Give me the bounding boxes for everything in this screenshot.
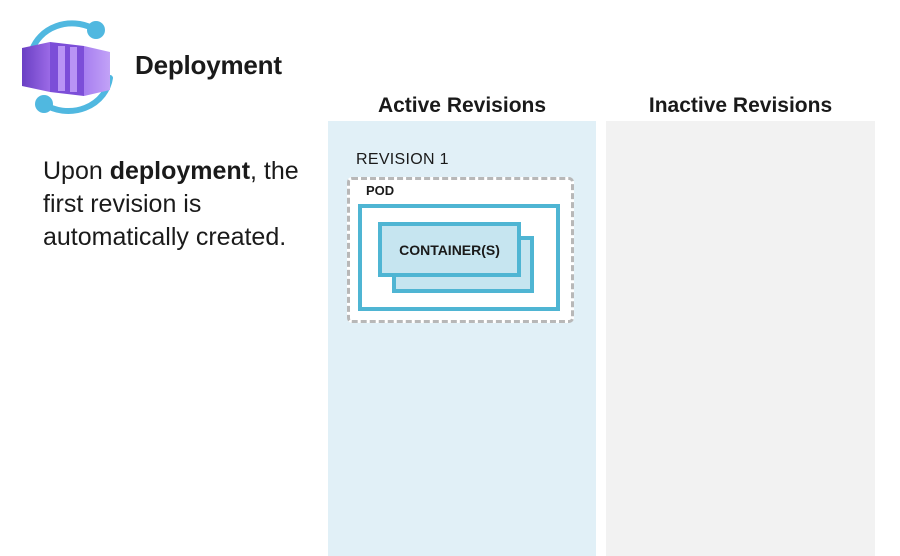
- active-revisions-heading: Active Revisions: [377, 94, 547, 117]
- revision-label: REVISION 1: [356, 151, 449, 168]
- pod-label: POD: [366, 183, 395, 198]
- container-box: CONTAINER(S): [378, 222, 521, 277]
- inactive-revisions-heading: Inactive Revisions: [648, 94, 833, 117]
- description: Upon deployment, the first revision is a…: [43, 155, 303, 254]
- container-apps-icon: [22, 20, 113, 115]
- inactive-revisions-panel: [606, 121, 875, 556]
- description-suffix: , the first revision is automatically cr…: [43, 157, 299, 251]
- page-title: Deployment: [135, 50, 282, 80]
- description-prefix: Upon: [43, 157, 110, 185]
- description-bold: deployment: [109, 157, 251, 185]
- container-label: CONTAINER(S): [399, 241, 500, 258]
